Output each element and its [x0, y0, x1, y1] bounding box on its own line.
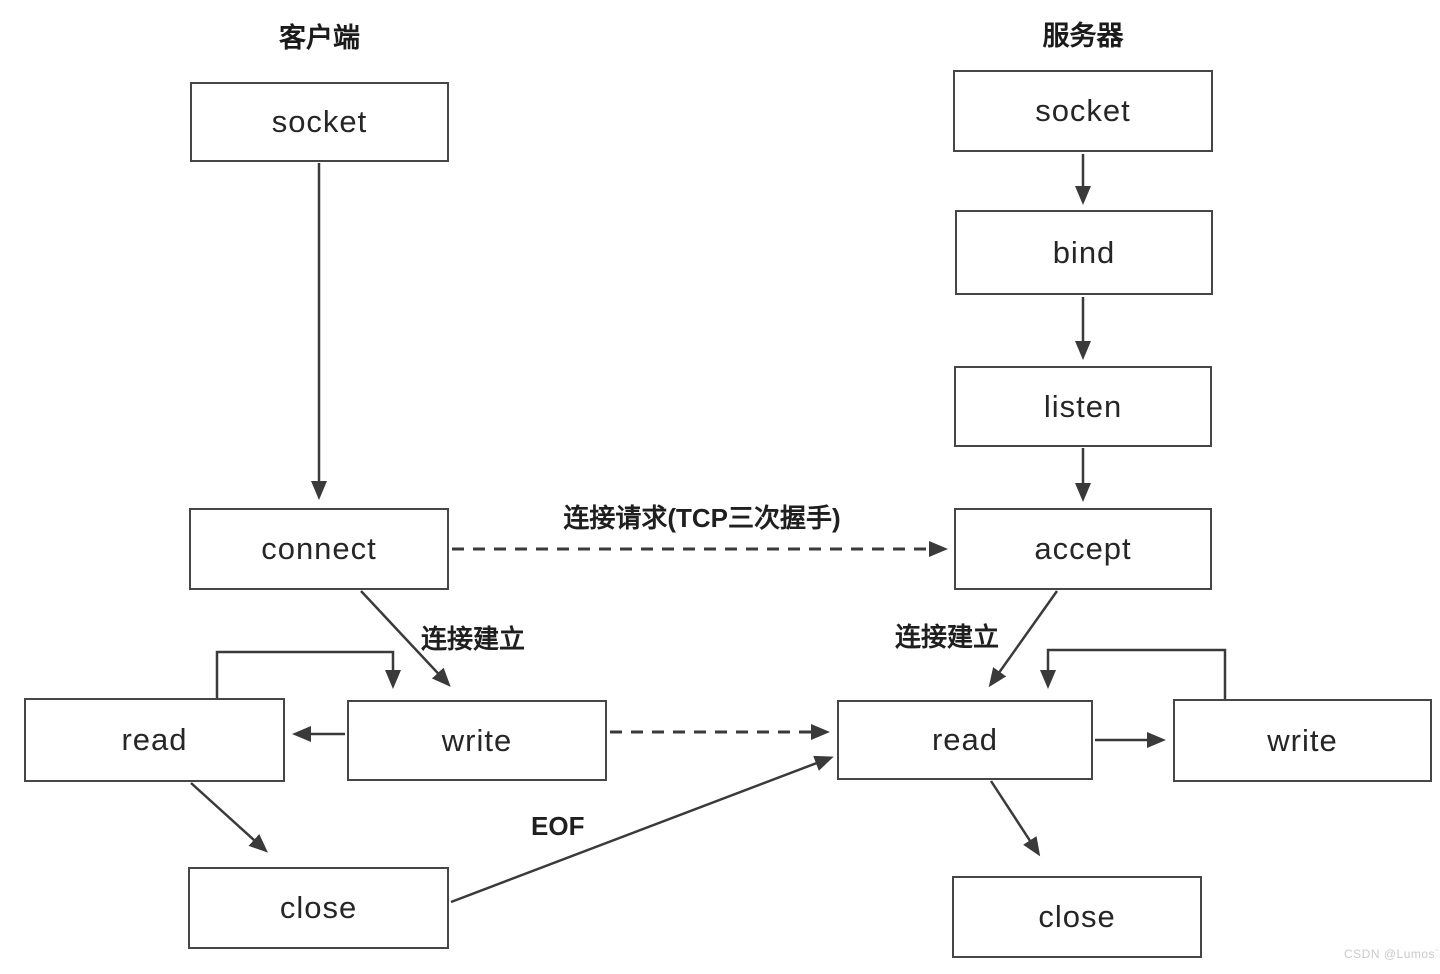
server-listen-box: listen	[954, 366, 1212, 447]
connection-request-label: 连接请求(TCP三次握手)	[563, 503, 841, 533]
client-column-title: 客户端	[279, 23, 360, 53]
server-socket-box: socket	[953, 70, 1213, 152]
connect-to-client-write-arrow	[360, 590, 451, 687]
client-read-box: read	[24, 698, 285, 782]
server-bind-box: bind	[955, 210, 1213, 295]
server-column-title: 服务器	[1042, 21, 1124, 51]
server-read-box: read	[837, 700, 1093, 780]
client-close-box: close	[188, 867, 449, 949]
connection-established-server-label: 连接建立	[895, 622, 1000, 652]
client-read-to-close-arrow	[190, 782, 268, 853]
client-read-to-write-loop-arrow	[215, 650, 401, 700]
client-socket-box: socket	[190, 82, 449, 162]
server-accept-box: accept	[954, 508, 1212, 590]
connection-established-client-label: 连接建立	[421, 624, 526, 654]
client-connect-box: connect	[189, 508, 449, 590]
server-accept-to-read-arrow	[988, 590, 1059, 688]
server-read-to-close-arrow	[989, 780, 1041, 857]
server-close-box: close	[952, 876, 1202, 958]
eof-label: EOF	[531, 811, 585, 841]
client-write-box: write	[347, 700, 607, 781]
server-write-box: write	[1173, 699, 1432, 782]
server-write-to-read-loop-arrow	[1040, 648, 1227, 699]
client-close-eof-to-server-read-arrow	[450, 755, 834, 904]
watermark: CSDN @Lumos`	[1344, 947, 1440, 961]
